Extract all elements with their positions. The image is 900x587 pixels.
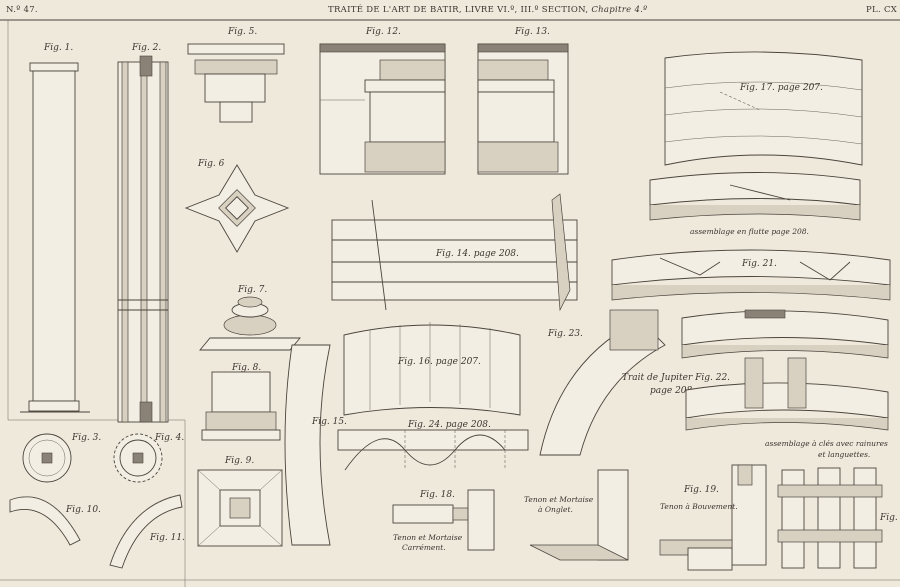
fig9-label: Fig. 9. [224,456,254,466]
fig6-plan [184,164,290,253]
fig19-label: Fig. 19. [683,485,719,495]
fig3-label: Fig. 3. [71,433,101,443]
fig17-label: Fig. 17. page 207. [739,83,823,93]
fig2-post [117,55,169,423]
plate-title-chapter: Chapitre 4.º [591,5,648,15]
fig10-label: Fig. 10. [65,505,101,515]
cles-beam [685,357,889,431]
fig12-cornice [319,43,446,175]
fig21-label: Fig. 21. [741,259,777,269]
fig11-arc [109,494,183,569]
fig20-label: Fig. 2 [879,513,900,523]
fig4-label: Fig. 4. [154,433,184,443]
jupiter-caption-line2: page 208. [650,386,695,396]
tenon-onglet-joint [529,469,629,561]
tenon-carrement-line1: Tenon et Mortaise [393,533,463,542]
flutte-caption: assemblage en flutte page 208. [690,227,809,236]
tenon-onglet-line1: Tenon et Mortaise [524,495,594,504]
fig18-joint [392,489,495,551]
fig24-label: Fig. 24. page 208. [407,420,491,430]
plate-title: TRAITÉ DE L'ART DE BATIR, LIVRE VI.º, II… [328,5,647,15]
fig3-disc [22,433,72,483]
fig1-column [20,62,90,413]
flutte-beam [649,172,861,221]
fig15-label: Fig. 15. [311,417,347,427]
fig13-cornice [477,43,569,175]
tenon-carrement-line2: Carrément. [402,543,446,552]
fig16-label: Fig. 16. page 207. [397,357,481,367]
fig15-curve [284,344,331,546]
fig2-label: Fig. 2. [131,43,161,53]
plate-number: N.º 47. [6,5,38,15]
fig6-label: Fig. 6 [197,159,225,169]
fig14-planks [331,193,578,312]
cles-caption-line2: et languettes. [818,450,870,459]
fig10-arc [9,496,81,546]
fig20-assembly [777,467,883,569]
fig5-label: Fig. 5. [227,27,257,37]
fig4-gear [113,433,163,483]
fig12-label: Fig. 12. [365,27,401,37]
fig11-label: Fig. 11. [149,533,185,543]
cles-caption-line1: assemblage à clés avec rainures [765,439,888,448]
fig18-label: Fig. 18. [419,490,455,500]
fig1-label: Fig. 1. [43,43,73,53]
fig5-capital [187,43,285,123]
fig21-beam [611,249,891,301]
jupiter-caption-line1: Trait de Jupiter Fig. 22. [622,373,730,383]
fig23-label: Fig. 23. [547,329,583,339]
plate-id: PL. CX [866,5,898,15]
fig16-panel [343,322,521,416]
tenon-onglet-line2: à Onglet. [538,505,573,514]
fig19-joint [659,464,767,571]
plate-title-main: TRAITÉ DE L'ART DE BATIR, LIVRE VI.º, II… [328,5,589,15]
jupiter-beam [681,309,889,359]
fig7-label: Fig. 7. [237,285,267,295]
tenon-bouvement-caption: Tenon à Bouvement. [660,502,738,511]
fig7-base [199,296,301,351]
fig8-label: Fig. 8. [231,363,261,373]
fig9-plan [197,469,283,547]
fig14-label: Fig. 14. page 208. [435,249,519,259]
fig8-pedestal [201,371,281,441]
fig13-label: Fig. 13. [514,27,550,37]
fig24-wave [337,429,529,471]
fig17-block [664,51,863,166]
fig23-arch [539,309,666,456]
